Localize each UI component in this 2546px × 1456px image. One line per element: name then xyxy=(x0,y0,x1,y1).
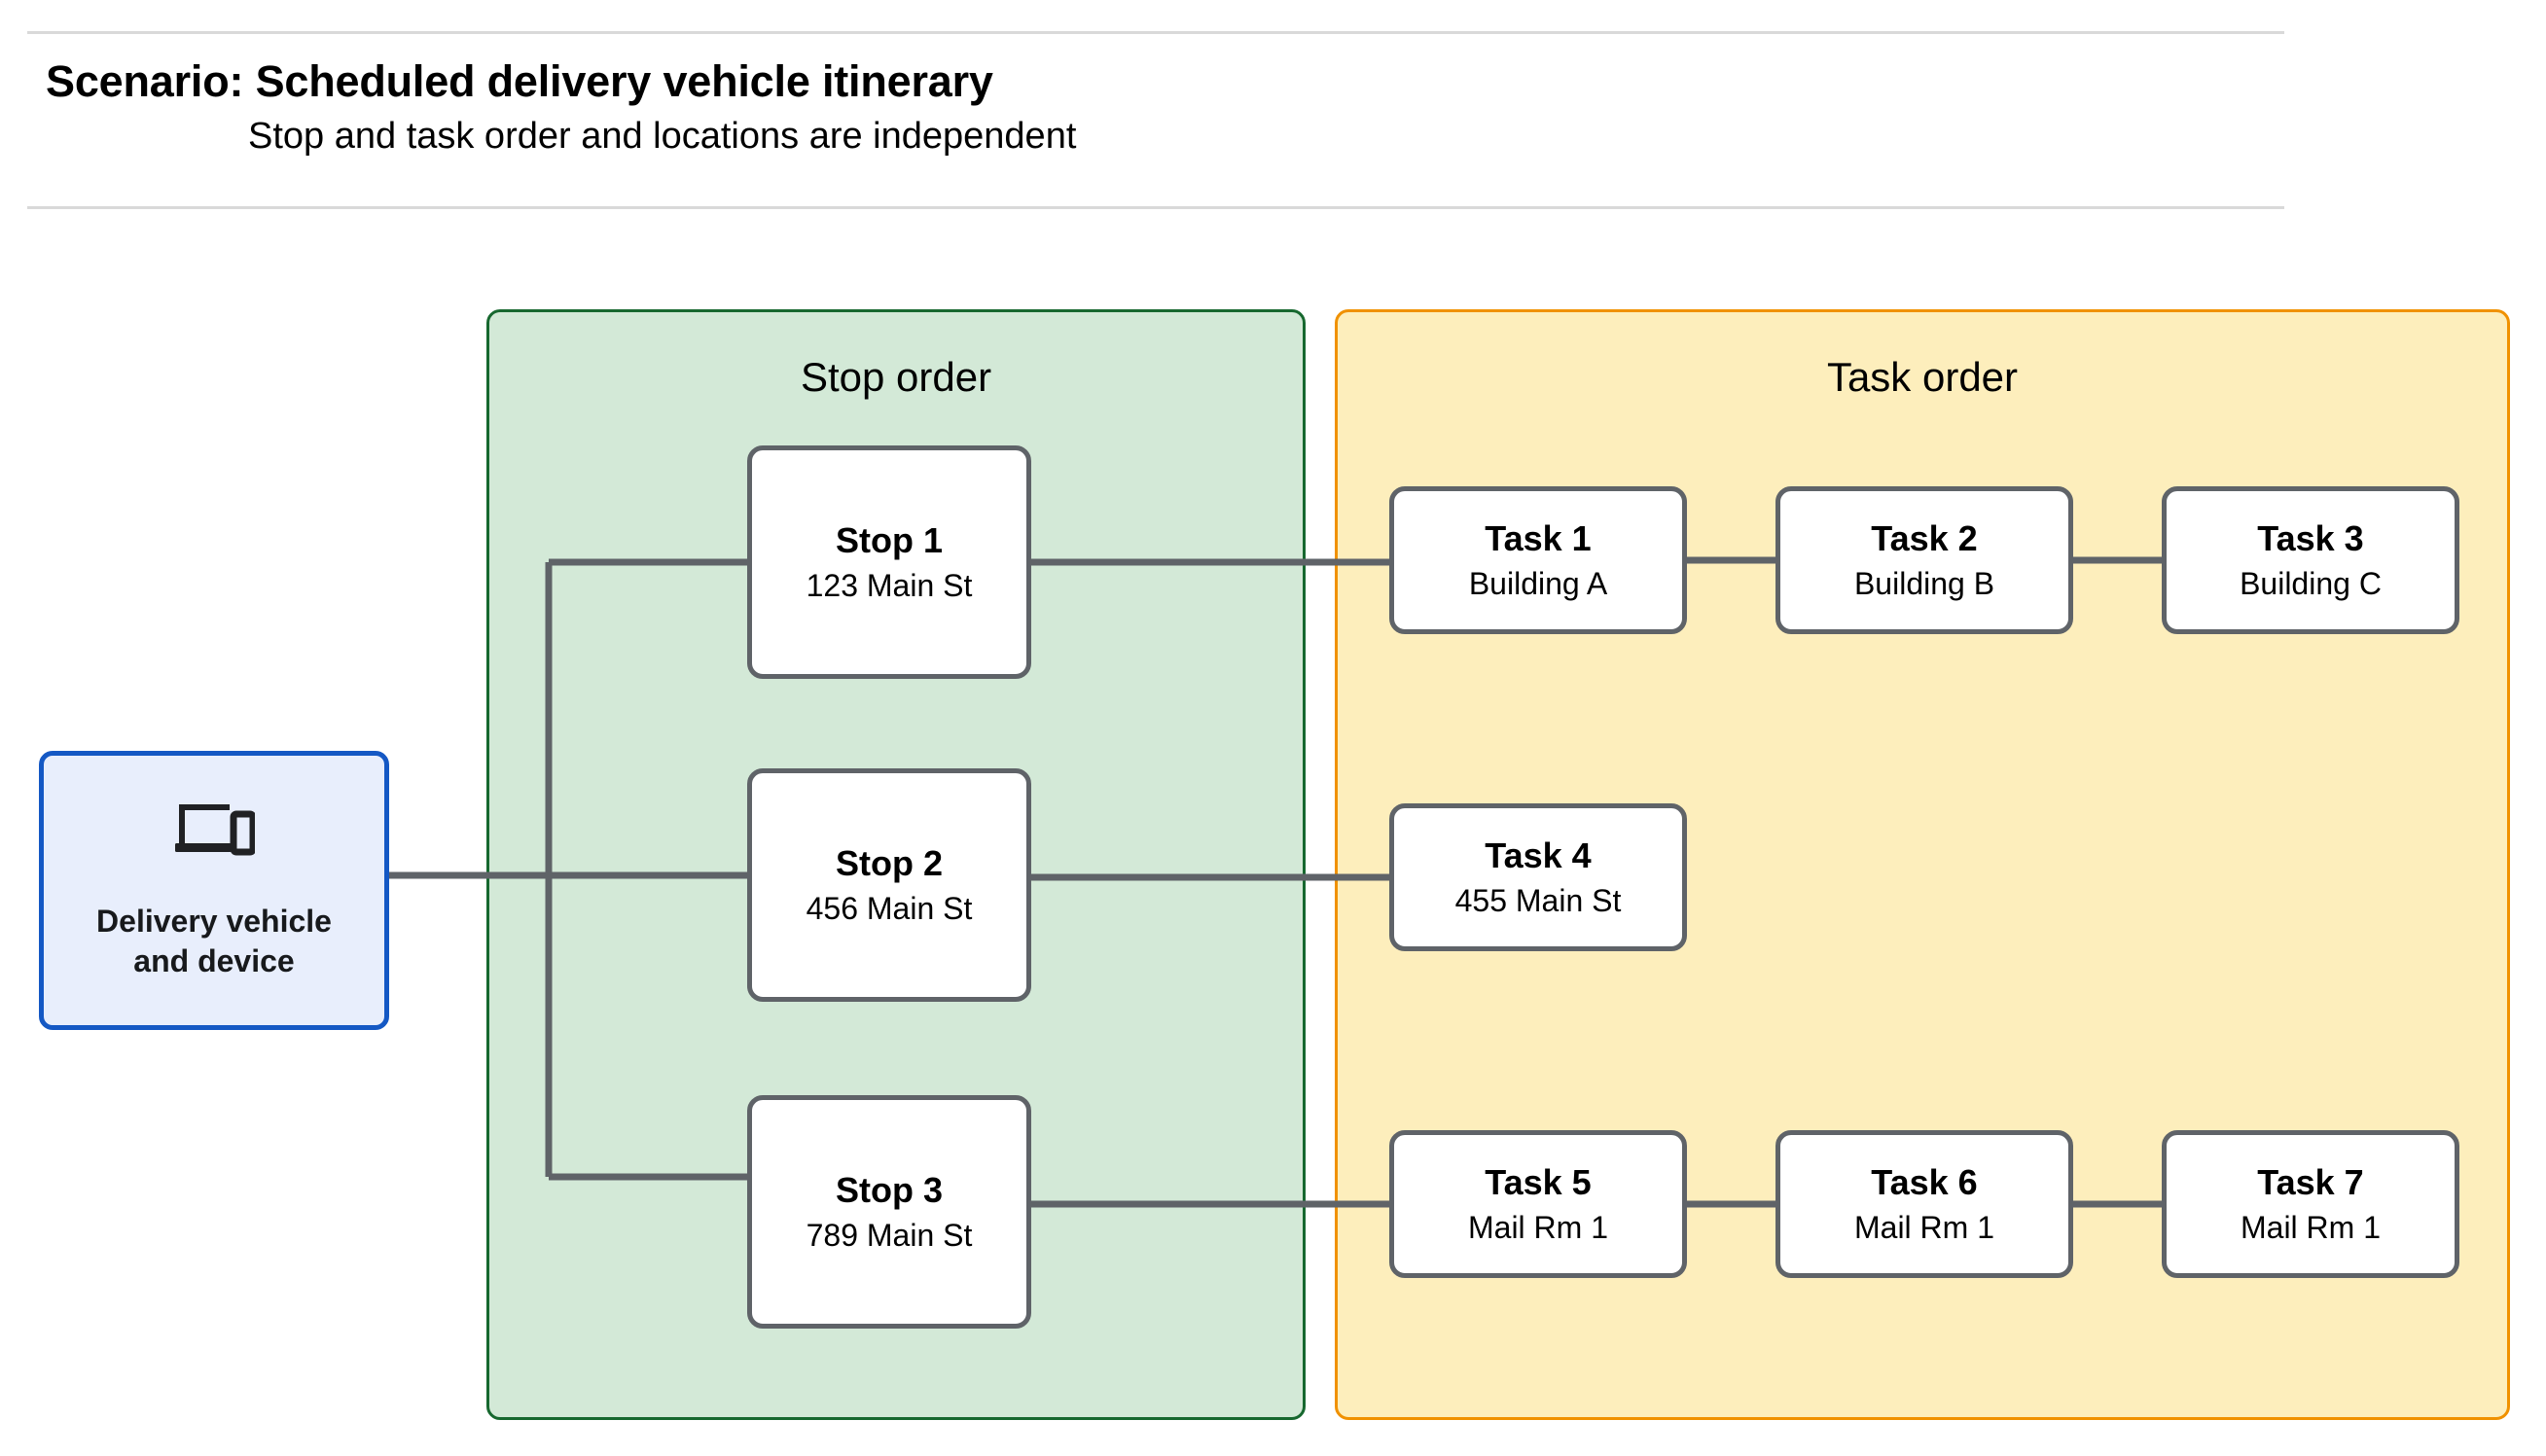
task-order-panel-title: Task order xyxy=(1826,354,2019,400)
task-card-7-title: Task 7 xyxy=(2257,1162,2364,1203)
task-card-5[interactable]: Task 5 Mail Rm 1 xyxy=(1389,1130,1687,1278)
stop-card-3[interactable]: Stop 3 789 Main St xyxy=(747,1095,1031,1329)
task-card-5-title: Task 5 xyxy=(1485,1162,1592,1203)
delivery-vehicle-label-line1: Delivery vehicle xyxy=(96,903,332,939)
task-card-2-title: Task 2 xyxy=(1871,518,1978,559)
stop-card-3-location: 789 Main St xyxy=(806,1218,973,1254)
delivery-vehicle-label-line2: and device xyxy=(133,942,295,978)
task-card-2-location: Building B xyxy=(1853,566,1995,602)
task-card-3[interactable]: Task 3 Building C xyxy=(2162,486,2459,634)
task-card-4[interactable]: Task 4 455 Main St xyxy=(1389,803,1687,951)
task-card-7[interactable]: Task 7 Mail Rm 1 xyxy=(2162,1130,2459,1278)
devices-icon xyxy=(175,803,255,856)
task-card-3-title: Task 3 xyxy=(2257,518,2364,559)
task-card-1-title: Task 1 xyxy=(1485,518,1592,559)
stop-card-3-title: Stop 3 xyxy=(835,1170,943,1211)
task-card-4-location: 455 Main St xyxy=(1454,883,1622,919)
delivery-vehicle-node[interactable]: Delivery vehicle and device xyxy=(39,751,389,1030)
task-card-6[interactable]: Task 6 Mail Rm 1 xyxy=(1775,1130,2073,1278)
task-card-1[interactable]: Task 1 Building A xyxy=(1389,486,1687,634)
stop-card-2[interactable]: Stop 2 456 Main St xyxy=(747,768,1031,1002)
stop-card-1[interactable]: Stop 1 123 Main St xyxy=(747,445,1031,679)
stop-card-1-location: 123 Main St xyxy=(806,568,973,604)
task-card-5-location: Mail Rm 1 xyxy=(1467,1210,1608,1246)
task-card-2[interactable]: Task 2 Building B xyxy=(1775,486,2073,634)
task-card-3-location: Building C xyxy=(2240,566,2382,602)
task-card-7-location: Mail Rm 1 xyxy=(2240,1210,2381,1246)
task-card-1-location: Building A xyxy=(1468,566,1608,602)
header-divider-bottom xyxy=(27,206,2284,209)
task-card-6-title: Task 6 xyxy=(1871,1162,1978,1203)
page-title: Scenario: Scheduled delivery vehicle iti… xyxy=(46,56,993,106)
header-divider-top xyxy=(27,31,2284,34)
stop-card-1-title: Stop 1 xyxy=(835,520,943,561)
page-subtitle: Stop and task order and locations are in… xyxy=(248,116,1077,157)
task-card-4-title: Task 4 xyxy=(1485,835,1592,876)
stop-card-2-title: Stop 2 xyxy=(835,843,943,884)
stop-order-panel-title: Stop order xyxy=(800,354,992,400)
delivery-vehicle-label: Delivery vehicle and device xyxy=(96,902,332,981)
stop-card-2-location: 456 Main St xyxy=(806,891,973,927)
task-card-6-location: Mail Rm 1 xyxy=(1853,1210,1994,1246)
